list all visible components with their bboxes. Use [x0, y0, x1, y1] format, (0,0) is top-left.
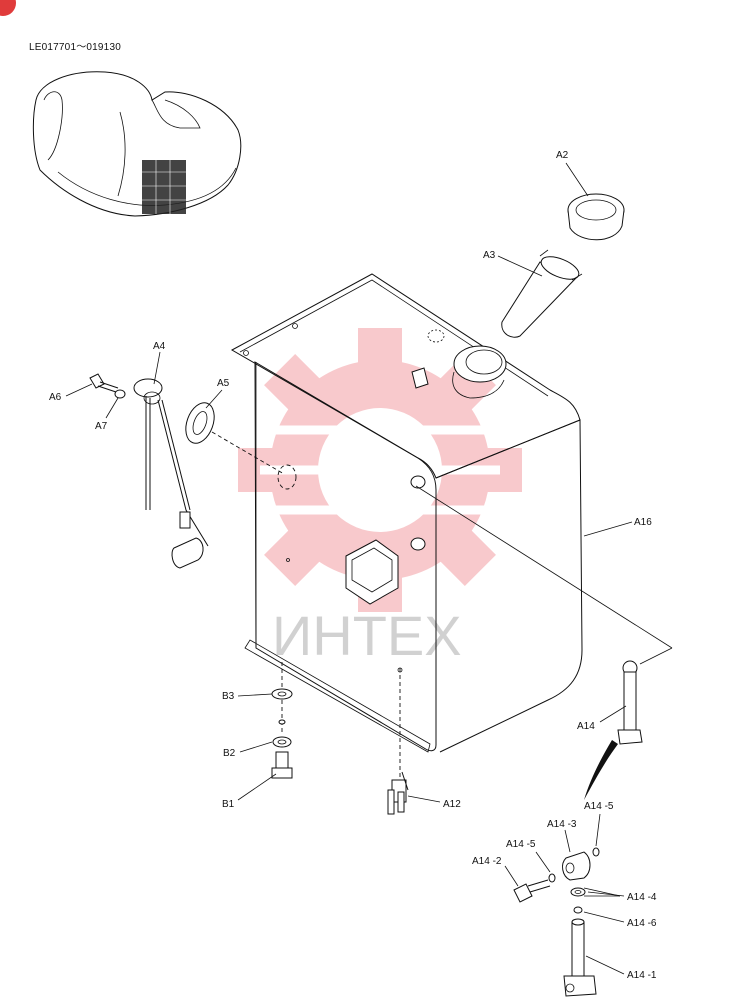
- filler-tube-a3: [501, 249, 583, 338]
- callout-labels: A2 A3 A4 A5 A6 A7 A16 B3 B2 B1 A12 A14 A…: [49, 150, 657, 981]
- label-a14-1: A14 -1: [627, 970, 657, 981]
- label-a14-5-right: A14 -5: [584, 801, 614, 812]
- label-a14-3: A14 -3: [547, 819, 577, 830]
- bolt-a6: [89, 373, 119, 393]
- serial-range-label: LE017701～019130: [29, 42, 121, 53]
- gasket-a5: [185, 402, 285, 475]
- fuel-gauge-a4: [133, 378, 209, 569]
- leader-lines: [65, 162, 633, 975]
- label-b1: B1: [222, 799, 235, 810]
- label-a2: A2: [556, 150, 569, 161]
- level-gauge-parts: [513, 847, 621, 997]
- fuel-tank: [230, 273, 583, 753]
- label-a7: A7: [95, 421, 108, 432]
- label-a14-6: A14 -6: [627, 918, 657, 929]
- drain-valve-a12: [387, 667, 409, 815]
- label-a4: A4: [153, 341, 166, 352]
- label-a14-4: A14 -4: [627, 892, 657, 903]
- washer-a7: [114, 389, 126, 399]
- label-b2: B2: [223, 748, 236, 759]
- filler-cap-a2: [567, 193, 625, 241]
- corner-badge: [0, 0, 16, 16]
- label-b3: B3: [222, 691, 235, 702]
- label-a14-5-left: A14 -5: [506, 839, 536, 850]
- label-a14-2: A14 -2: [472, 856, 502, 867]
- label-a5: A5: [217, 378, 230, 389]
- machine-silhouette: [32, 71, 242, 217]
- label-a12: A12: [443, 799, 461, 810]
- label-a3: A3: [483, 250, 496, 261]
- label-a6: A6: [49, 392, 62, 403]
- level-gauge-a14: [415, 485, 673, 800]
- watermark-text: ИНТЕХ: [272, 604, 462, 667]
- drain-parts-b: [271, 662, 293, 779]
- label-a16: A16: [634, 517, 652, 528]
- label-a14: A14: [577, 721, 595, 732]
